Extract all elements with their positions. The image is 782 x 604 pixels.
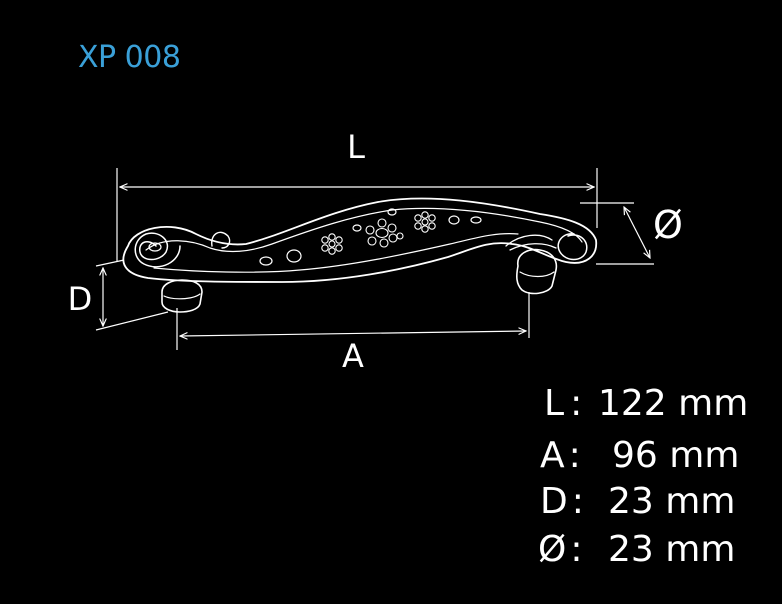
dot-ornament [470, 216, 482, 224]
dimension-diameter [580, 202, 654, 265]
dot-ornament [387, 208, 397, 216]
spec-value: 23 mm [608, 481, 736, 522]
right-scroll-leaf [505, 234, 557, 251]
spec-key: D [540, 481, 568, 522]
spec-row-spacing: A: 96 mm [538, 435, 739, 476]
left-scroll-eye [148, 242, 162, 252]
handle-illustration [122, 197, 598, 313]
right-scroll [557, 233, 588, 261]
dot-ornament [448, 215, 460, 225]
spacing-dimension-line [180, 331, 526, 336]
handle-outline [122, 197, 598, 283]
dot-ornament [352, 224, 362, 232]
depth-extension-top [95, 259, 125, 267]
spec-separator: : [571, 481, 584, 522]
spec-value: 96 mm [612, 435, 740, 476]
diameter-label: Ø [653, 203, 683, 247]
spec-row-depth: D: 23 mm [538, 481, 735, 522]
flower-ornament [414, 211, 436, 233]
flower-ornament [365, 218, 404, 248]
depth-label: D [68, 280, 93, 318]
diameter-dimension-line [624, 207, 650, 258]
right-foot [516, 248, 558, 295]
spacing-label: A [342, 337, 364, 375]
spec-key: Ø [538, 529, 567, 570]
flower-ornament [321, 233, 343, 255]
spec-key: L [544, 383, 565, 424]
spec-separator: : [570, 383, 583, 424]
spec-separator: : [568, 435, 581, 476]
dimension-depth [95, 259, 169, 331]
right-foot-rim [519, 271, 555, 278]
product-code: XP 008 [78, 40, 181, 75]
spec-separator: : [570, 529, 583, 570]
handle-inner-contour [145, 207, 583, 273]
spec-value: 122 mm [598, 383, 749, 424]
dimension-length [116, 168, 598, 262]
length-label: L [347, 128, 365, 166]
spec-row-diameter: Ø: 23 mm [538, 529, 735, 570]
dot-ornament [259, 256, 273, 266]
dot-ornament [286, 249, 302, 263]
left-foot [161, 279, 203, 313]
spec-value: 23 mm [608, 529, 736, 570]
depth-extension-bottom [95, 311, 169, 331]
spec-key: A [540, 435, 565, 476]
left-scroll [134, 232, 181, 268]
spec-row-length: L: 122 mm [538, 383, 748, 424]
dimension-spacing [176, 292, 530, 350]
left-foot-rim [163, 293, 201, 300]
left-knob [211, 231, 231, 249]
